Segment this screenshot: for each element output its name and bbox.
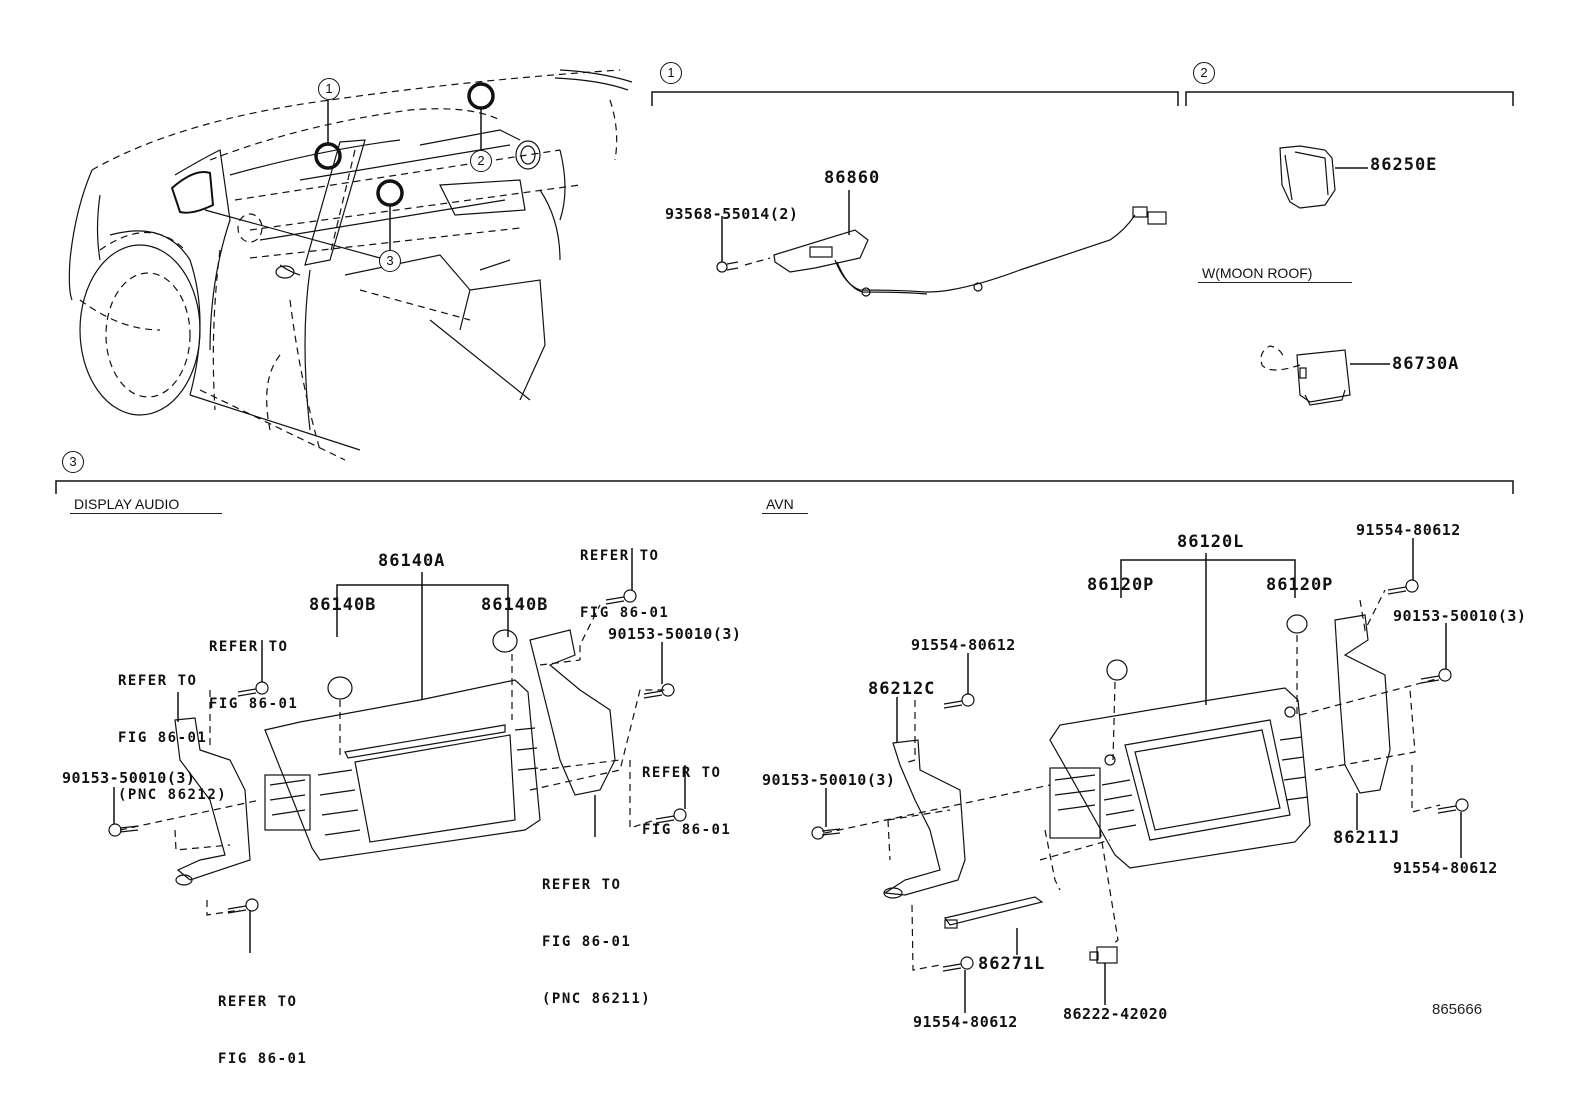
refer-pnc: (PNC 86212) <box>118 787 228 803</box>
part-label-86140b-right[interactable]: 86140B <box>481 595 549 615</box>
part-label-86120p-right[interactable]: 86120P <box>1266 575 1334 595</box>
overview-callout-1[interactable]: 1 <box>318 78 340 100</box>
avn-assembly-illustration <box>811 538 1469 1013</box>
refer-fig: FIG 86-01 <box>218 1051 308 1067</box>
part-label-86120p-left[interactable]: 86120P <box>1087 575 1155 595</box>
avn-heading: AVN <box>762 496 808 514</box>
part-label-screw-90153-50010-da-right[interactable]: 90153-50010(3) <box>608 625 742 643</box>
refer-fig: FIG 86-01 <box>542 934 632 950</box>
display-audio-heading: DISPLAY AUDIO <box>70 496 222 514</box>
part-label-86860[interactable]: 86860 <box>824 168 881 188</box>
refer-pnc: (PNC 86211) <box>542 991 652 1007</box>
section-brackets <box>55 91 1514 494</box>
part-label-bolt-91554-80612-left-top[interactable]: 91554-80612 <box>911 636 1016 654</box>
module-86730a-illustration <box>1260 345 1390 406</box>
refer-fig: FIG 86-01 <box>580 605 670 621</box>
overview-callout-2[interactable]: 2 <box>470 150 492 172</box>
refer-label-left-bracket[interactable]: REFER TO FIG 86-01 (PNC 86212) <box>118 634 227 824</box>
section-3-number: 3 <box>62 451 84 473</box>
part-label-86140a[interactable]: 86140A <box>378 551 446 571</box>
refer-label-top-right[interactable]: REFER TO FIG 86-01 <box>580 509 669 642</box>
part-label-86730a[interactable]: 86730A <box>1392 354 1460 374</box>
part-label-screw-90153-50010-da-left[interactable]: 90153-50010(3) <box>62 769 196 787</box>
part-label-86271l[interactable]: 86271L <box>978 954 1046 974</box>
overview-callout-3[interactable]: 3 <box>379 250 401 272</box>
part-label-86211j[interactable]: 86211J <box>1333 828 1401 848</box>
part-label-bolt-91554-80612-right-bottom[interactable]: 91554-80612 <box>1393 859 1498 877</box>
part-label-bolt-91554-80612-bottom[interactable]: 91554-80612 <box>913 1013 1018 1031</box>
display-audio-assembly-illustration <box>108 548 687 953</box>
part-label-86140b-left[interactable]: 86140B <box>309 595 377 615</box>
part-label-86250e[interactable]: 86250E <box>1370 155 1438 175</box>
refer-label-left-bolt[interactable]: REFER TO FIG 86-01 <box>209 600 298 733</box>
part-label-86120l[interactable]: 86120L <box>1177 532 1245 552</box>
refer-label-bottom[interactable]: REFER TO FIG 86-01 <box>218 955 307 1088</box>
refer-line: REFER TO <box>542 877 622 893</box>
section-2-number: 2 <box>1193 62 1215 84</box>
refer-line: REFER TO <box>580 548 660 564</box>
illustration-number: 865666 <box>1432 1001 1483 1018</box>
refer-line: REFER TO <box>218 994 298 1010</box>
part-label-bolt-91554-80612-right-top[interactable]: 91554-80612 <box>1356 521 1461 539</box>
refer-fig: FIG 86-01 <box>642 822 732 838</box>
module-86250e-illustration <box>1279 145 1368 209</box>
part-label-screw-90153-50010-avn-right[interactable]: 90153-50010(3) <box>1393 607 1527 625</box>
refer-fig: FIG 86-01 <box>209 696 299 712</box>
dashboard-overview-illustration <box>68 69 633 461</box>
refer-label-right-bolt[interactable]: REFER TO FIG 86-01 <box>642 726 731 859</box>
refer-line: REFER TO <box>209 639 289 655</box>
refer-label-right-bracket[interactable]: REFER TO FIG 86-01 (PNC 86211) <box>542 838 651 1028</box>
refer-line: REFER TO <box>642 765 722 781</box>
part-label-screw-93568-55014[interactable]: 93568-55014(2) <box>665 205 799 223</box>
part-label-86212c[interactable]: 86212C <box>868 679 936 699</box>
antenna-86860-illustration <box>716 190 1167 297</box>
section-1-number: 1 <box>660 62 682 84</box>
part-label-connector-86222-42020[interactable]: 86222-42020 <box>1063 1005 1168 1023</box>
part-label-screw-90153-50010-avn-left[interactable]: 90153-50010(3) <box>762 771 896 789</box>
refer-line: REFER TO <box>118 673 198 689</box>
bolt-icon <box>108 589 687 914</box>
refer-fig: FIG 86-01 <box>118 730 208 746</box>
variant-label-moon-roof: W(MOON ROOF) <box>1198 265 1352 283</box>
